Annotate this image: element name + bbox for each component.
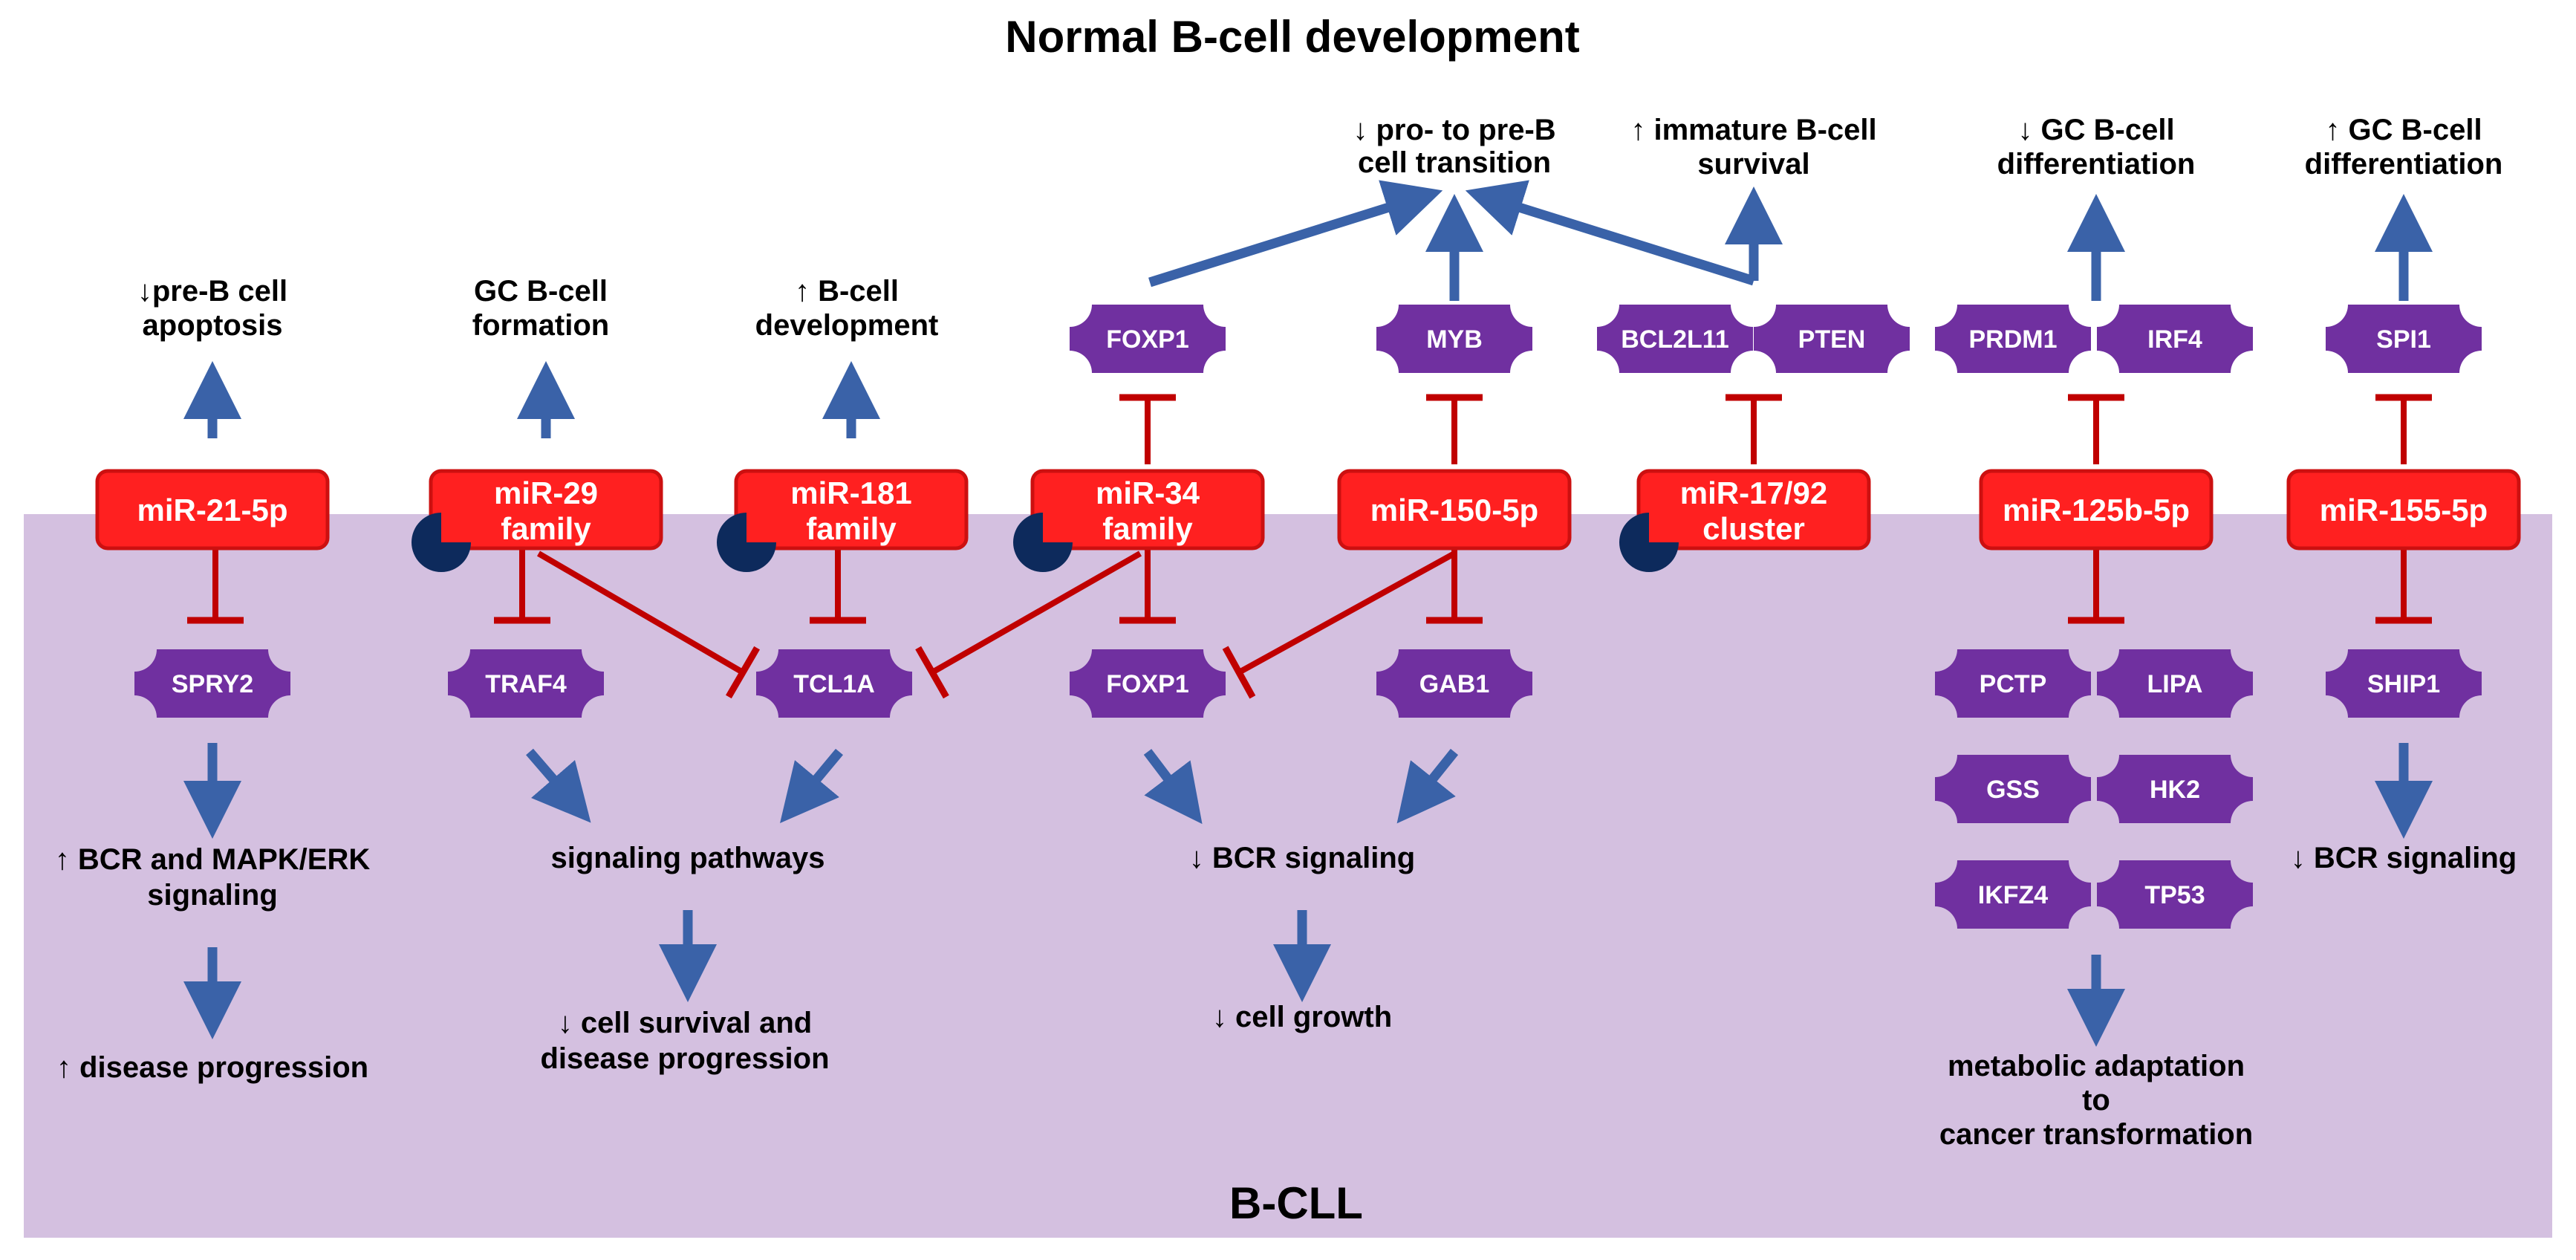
- outcome-signaling-pathways: signaling pathways: [551, 842, 825, 874]
- gene-pctp-shape: [1935, 649, 2091, 718]
- gene-gss-label: GSS: [1986, 776, 2040, 804]
- mirna-mir125: [1979, 469, 2214, 551]
- gene-foxp1-cll-shape: [1070, 649, 1226, 718]
- gene-tp53-label: TP53: [2144, 881, 2205, 909]
- gene-myb-shape: [1376, 305, 1532, 373]
- mirna-mir181-marker: [717, 513, 776, 572]
- gene-pten-label: PTEN: [1798, 325, 1866, 354]
- gene-pten-shape: [1754, 305, 1910, 373]
- inhib-mir29-tcl1a: [536, 551, 745, 675]
- mirna-mir21: [95, 469, 330, 551]
- mirna-mir181: [734, 469, 969, 551]
- gene-foxp1-cll-label: FOXP1: [1106, 670, 1188, 698]
- arrow-foxp1-to-transition: [1148, 180, 1443, 288]
- gene-hk2-shape: [2097, 755, 2253, 823]
- gene-ship1-label: SHIP1: [2367, 670, 2440, 698]
- title-b-cll: B-CLL: [1229, 1178, 1363, 1228]
- gene-ikfz4-label: IKFZ4: [1978, 881, 2049, 909]
- gene-spi1-label: SPI1: [2376, 325, 2431, 354]
- arrow-tcl1a-signaling: [780, 748, 843, 823]
- gene-spi1-shape: [2326, 305, 2482, 373]
- gene-hk2-label: HK2: [2150, 776, 2200, 804]
- gene-traf4-label: TRAF4: [485, 670, 567, 698]
- inhib-mir150-foxp1: [1237, 551, 1456, 675]
- inhib-mir34-tcl1a: [931, 551, 1142, 675]
- gene-prdm1-shape: [1935, 305, 2091, 373]
- mirna-mir34: [1030, 469, 1265, 551]
- mirna-mir150: [1337, 469, 1572, 551]
- mirna-mir125-label: miR-125b-5p: [2003, 493, 2190, 527]
- mirna-mir29-marker: [412, 513, 471, 572]
- mirna-mir150-label: miR-150-5p: [1370, 493, 1538, 527]
- gene-foxp1-normal-shape: [1070, 305, 1226, 373]
- gene-pctp-label: PCTP: [1980, 670, 2047, 698]
- gene-prdm1-label: PRDM1: [1968, 325, 2057, 354]
- gene-myb-label: MYB: [1426, 325, 1483, 354]
- mirna-mir155: [2286, 469, 2521, 551]
- mirna-mir155-label: miR-155-5p: [2320, 493, 2488, 527]
- outcome-cell-growth: ↓ cell growth: [1212, 1001, 1392, 1033]
- gene-irf4-label: IRF4: [2147, 325, 2202, 354]
- gene-tcl1a-label: TCL1A: [793, 670, 875, 698]
- gene-tp53-shape: [2097, 860, 2253, 929]
- gene-bcl2l11-label: BCL2L11: [1621, 325, 1729, 354]
- inhibition-bar: [1222, 646, 1256, 699]
- gene-ikfz4-shape: [1935, 860, 2091, 929]
- arrow-gab1-bcr: [1396, 748, 1459, 824]
- outcome-disease-progression: ↑ disease progression: [56, 1051, 368, 1084]
- mirna-mir17-marker: [1619, 513, 1679, 572]
- inhibition-bar: [726, 646, 760, 699]
- title-normal-development: Normal B-cell development: [1005, 12, 1580, 62]
- gene-lipa-label: LIPA: [2147, 670, 2203, 698]
- gene-irf4-shape: [2097, 305, 2253, 373]
- arrow-foxp1-bcr: [1143, 749, 1203, 825]
- gene-spry2-shape: [134, 649, 290, 718]
- mirna-mir29: [429, 469, 663, 551]
- gene-tcl1a-shape: [756, 649, 912, 718]
- arrow-traf4-signaling: [526, 748, 591, 823]
- gene-bcl2l11-shape: [1597, 305, 1753, 373]
- gene-gss-shape: [1935, 755, 2091, 823]
- outcome-bcr-signaling-right: ↓ BCR signaling: [2291, 842, 2517, 874]
- gene-ship1-shape: [2326, 649, 2482, 718]
- mirna-mir21-label: miR-21-5p: [137, 493, 287, 527]
- gene-traf4-shape: [448, 649, 604, 718]
- gene-foxp1-normal-label: FOXP1: [1106, 325, 1188, 354]
- arrow-bcl2l11-to-transition: [1465, 180, 1755, 286]
- mirna-mir34-marker: [1013, 513, 1073, 572]
- inhibition-bar: [915, 646, 949, 699]
- gene-spry2-label: SPRY2: [172, 670, 253, 698]
- mirna-mir17: [1636, 469, 1871, 551]
- outcome-bcr-signaling-mid: ↓ BCR signaling: [1189, 842, 1415, 874]
- gene-lipa-shape: [2097, 649, 2253, 718]
- gene-gab1-shape: [1376, 649, 1532, 718]
- gene-gab1-label: GAB1: [1419, 670, 1489, 698]
